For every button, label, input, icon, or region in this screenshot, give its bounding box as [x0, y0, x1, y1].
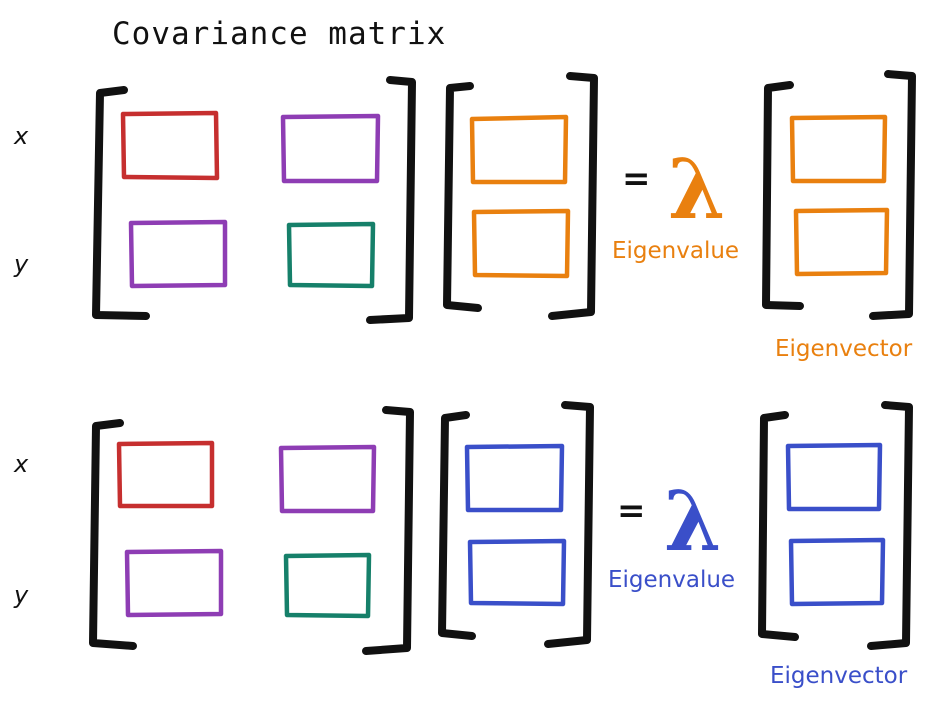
row-label-y: y: [13, 250, 29, 278]
eigenvector-cell-top: [789, 114, 888, 184]
covariance-left-bracket: [89, 419, 137, 650]
covariance-right-bracket: [366, 76, 416, 324]
equals-sign: =: [617, 491, 646, 531]
eigenvector-left-bracket: [758, 411, 799, 641]
vector-cell-bottom: [471, 208, 571, 279]
eigenvector-cell-bottom: [788, 537, 886, 607]
vector-cell-top: [464, 443, 565, 513]
row-label-x: x: [13, 450, 29, 478]
eigenvalue-label: Eigenvalue: [608, 567, 735, 593]
vector-right-bracket: [544, 401, 594, 648]
covariance-cell-xy: [278, 444, 377, 514]
covariance-cell-xx: [120, 110, 220, 181]
eigenvector-cell-top: [785, 442, 883, 512]
eigenvector-cell-bottom: [793, 207, 890, 277]
eigenvector-right-bracket: [869, 70, 916, 320]
equation-1: x y = λ Eigenvalue Eigenvector: [13, 70, 916, 362]
equation-2: x y = λ Eigenvalue Eigenvector: [13, 401, 913, 689]
vector-right-bracket: [548, 72, 598, 320]
covariance-cell-yy: [286, 221, 376, 289]
eigenvector-left-bracket: [762, 81, 804, 310]
lambda-symbol: λ: [664, 474, 722, 570]
eigenvector-label: Eigenvector: [770, 663, 908, 689]
covariance-cell-yy: [283, 552, 372, 619]
covariance-cell-yx: [128, 219, 228, 289]
equals-sign: =: [622, 159, 651, 199]
vector-cell-top: [469, 114, 569, 185]
covariance-right-bracket: [362, 406, 414, 655]
eigenvector-right-bracket: [867, 401, 913, 650]
vector-left-bracket: [443, 82, 482, 312]
row-label-y: y: [13, 581, 29, 609]
covariance-cell-xy: [280, 113, 381, 184]
covariance-left-bracket: [92, 86, 150, 320]
eigenvector-label: Eigenvector: [775, 336, 913, 362]
lambda-symbol: λ: [668, 142, 726, 238]
diagram-title: Covariance matrix: [112, 16, 446, 52]
eigenvalue-label: Eigenvalue: [612, 238, 739, 264]
covariance-cell-xx: [116, 440, 215, 509]
vector-cell-bottom: [467, 538, 567, 607]
row-label-x: x: [13, 122, 29, 150]
covariance-cell-yx: [124, 548, 224, 618]
vector-left-bracket: [438, 411, 476, 640]
